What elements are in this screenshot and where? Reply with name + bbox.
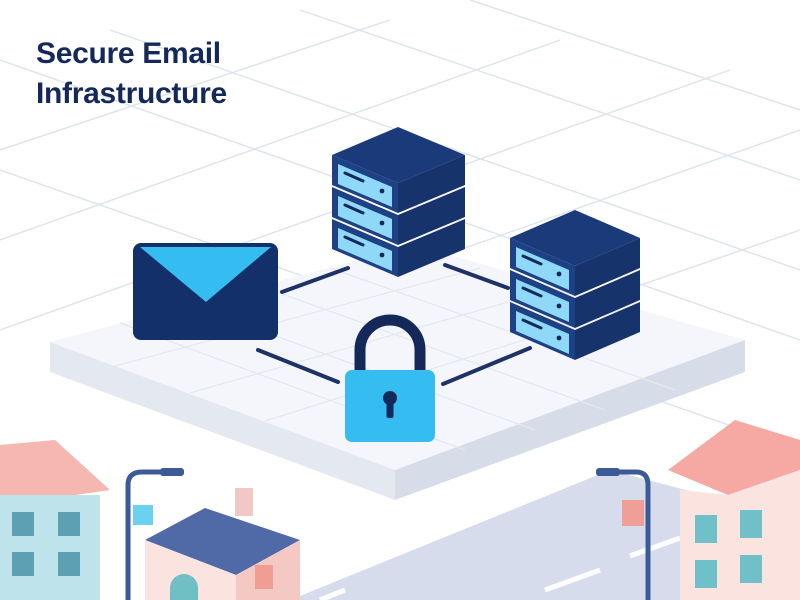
envelope-icon xyxy=(133,243,278,340)
house xyxy=(145,488,300,600)
title-line-2: Infrastructure xyxy=(36,77,227,110)
server-unit xyxy=(332,219,465,277)
title-line-1: Secure Email xyxy=(36,37,221,70)
connectors xyxy=(256,263,532,386)
server-unit xyxy=(510,238,640,296)
road xyxy=(290,470,800,600)
server-rack-icon xyxy=(332,127,465,277)
server-unit xyxy=(332,187,465,245)
connector-lock-server xyxy=(441,346,532,386)
connector-envelope-server xyxy=(280,266,350,294)
connector-server-server xyxy=(443,263,510,290)
street-lamp xyxy=(125,468,184,600)
building xyxy=(0,440,110,600)
connector-envelope-lock xyxy=(256,348,340,384)
server-rack-icon xyxy=(510,210,640,360)
padlock-icon xyxy=(345,314,435,442)
server-unit xyxy=(332,155,465,213)
server-unit xyxy=(510,302,640,360)
street-lamp xyxy=(596,468,651,600)
building xyxy=(668,420,800,600)
server-unit xyxy=(510,270,640,328)
page-title: Secure Email Infrastructure xyxy=(36,34,227,114)
